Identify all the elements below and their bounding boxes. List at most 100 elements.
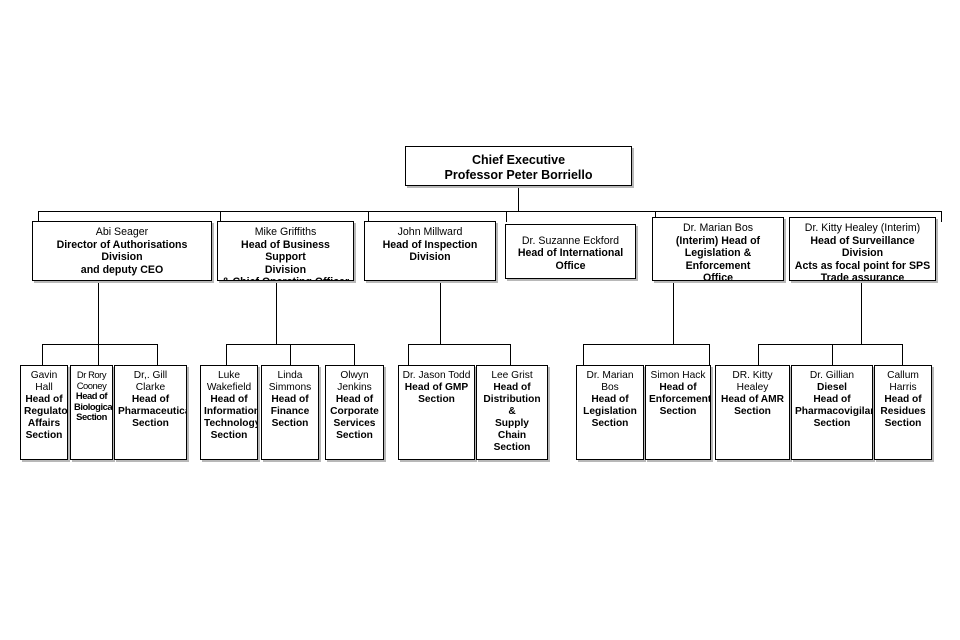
section-role-2-1-line-4: Section <box>210 430 248 442</box>
section-role-1-1-line-2: Regulatory <box>24 406 68 418</box>
section-person-2-3-line-2: Jenkins <box>337 382 372 394</box>
section-role-6-1-line-2: Section <box>734 406 771 418</box>
division-person-6: Dr. Kitty Healey (Interim) <box>804 222 921 234</box>
node-division-inspection[interactable]: John Millward Head of Inspection Divisio… <box>364 221 496 281</box>
division-person-3: John Millward <box>397 226 463 238</box>
section-role-6-3-line-1: Head of <box>884 394 922 406</box>
connector-drop-division-1 <box>38 211 39 222</box>
connector-drop-child-5-1 <box>583 344 584 365</box>
section-person-3-2: Lee Grist <box>491 370 533 381</box>
section-role-2-2-line-1: Head of <box>271 394 309 406</box>
section-person-1-1: Gavin Hall <box>30 370 58 394</box>
connector-stem-group-6 <box>861 281 862 344</box>
section-person-2-3-line-1: Olwyn <box>340 370 369 381</box>
node-section-corporate-services[interactable]: Olwyn Jenkins Head of Corporate Services… <box>325 365 384 460</box>
section-person-2-2-line-1: Linda <box>277 370 303 381</box>
node-section-regulatory-affairs[interactable]: Gavin Hall Head of Regulatory Affairs Se… <box>20 365 68 460</box>
section-role-2-3-line-4: Section <box>336 430 373 442</box>
connector-drop-child-2-2 <box>290 344 291 365</box>
node-section-pharmacovigilance[interactable]: Dr. Gillian Diesel Head of Pharmacovigil… <box>791 365 873 460</box>
section-role-2-3-line-3: Services <box>333 418 376 430</box>
division-role-5-line-3: Office <box>702 272 734 281</box>
connector-drop-child-1-3 <box>157 344 158 365</box>
connector-drop-child-1-2 <box>98 344 99 365</box>
section-person-5-1: Dr. Marian Bos <box>586 370 634 394</box>
section-person-2-1-line-2: Wakefield <box>206 382 252 394</box>
section-role-1-1-line-1: Head of <box>25 394 63 406</box>
node-section-distribution-supply-chain[interactable]: Lee Grist Head of Distribution & Supply … <box>476 365 548 460</box>
connector-drop-child-2-3 <box>354 344 355 365</box>
section-person-1-2-line-1: Dr Rory <box>76 369 107 380</box>
node-division-surveillance[interactable]: Dr. Kitty Healey (Interim) Head of Surve… <box>789 217 936 281</box>
connector-drop-child-1-1 <box>42 344 43 365</box>
division-person-5: Dr. Marian Bos <box>682 222 754 234</box>
section-role-3-2-line-1: Head of <box>493 382 531 394</box>
section-role-2-3-line-1: Head of <box>335 394 374 406</box>
section-role-1-3-line-2: Pharmaceuticals <box>118 406 186 418</box>
division-role-2-line-1: Head of Business Support <box>241 238 330 264</box>
section-role-3-2-line-2: Distribution & <box>483 394 541 418</box>
connector-stem-group-5 <box>673 281 674 344</box>
division-role-6-line-2: Acts as focal point for SPS <box>794 259 931 272</box>
node-division-business-support[interactable]: Mike Griffiths Head of Business Support … <box>217 221 354 281</box>
section-role-5-2-line-3: Section <box>659 406 697 418</box>
section-role-5-1-line-2: Legislation <box>583 406 637 418</box>
section-role-6-3-line-3: Section <box>884 418 922 430</box>
node-section-enforcement[interactable]: Simon Hack Head of Enforcement Section <box>645 365 711 460</box>
division-role-5-line-2: Legislation & Enforcement <box>684 247 752 272</box>
section-role-2-2-line-2: Finance <box>270 406 310 418</box>
connector-stem-group-2 <box>276 281 277 344</box>
section-person-5-2: Simon Hack <box>650 370 706 381</box>
section-person-2-2-line-2: Simmons <box>268 382 312 394</box>
node-section-information-technology[interactable]: Luke Wakefield Head of Information Techn… <box>200 365 258 460</box>
connector-bus-group-5 <box>583 344 709 345</box>
section-person-1-2-line-2: Cooney <box>76 379 107 391</box>
connector-drop-child-2-1 <box>226 344 227 365</box>
connector-drop-division-6 <box>941 211 942 222</box>
section-person-3-1: Dr. Jason Todd <box>402 370 471 381</box>
section-role-6-2-line-1: Diesel <box>816 382 847 394</box>
division-person-4: Dr. Suzanne Eckford <box>521 234 620 247</box>
section-person-6-3: Callum Harris <box>887 370 919 394</box>
section-role-1-1-line-4: Section <box>25 430 63 442</box>
section-role-3-2-line-3: Supply Chain <box>495 418 529 442</box>
connector-drop-child-5-2 <box>709 344 710 365</box>
node-division-legislation-enforcement[interactable]: Dr. Marian Bos (Interim) Head of Legisla… <box>652 217 784 281</box>
section-role-6-2-line-2: Head of <box>813 394 851 406</box>
section-person-6-1: DR. Kitty Healey <box>732 370 773 394</box>
division-person-1: Abi Seager <box>95 226 149 238</box>
node-section-biologicals[interactable]: Dr Rory Cooney Head of Biologicals Secti… <box>70 365 113 460</box>
division-role-6-line-3: Trade assurance <box>820 272 905 281</box>
section-role-1-2-line-2: Biologicals <box>74 400 113 412</box>
node-section-legislation[interactable]: Dr. Marian Bos Head of Legislation Secti… <box>576 365 644 460</box>
connector-root-stem <box>518 186 519 211</box>
node-division-authorisations[interactable]: Abi Seager Director of Authorisations Di… <box>32 221 212 281</box>
node-section-residues[interactable]: Callum Harris Head of Residues Section <box>874 365 932 460</box>
section-role-5-1-line-1: Head of <box>591 394 629 406</box>
division-role-4-line-1: Head of International Office <box>517 247 624 272</box>
connector-drop-division-2 <box>220 211 221 222</box>
connector-drop-child-6-2 <box>832 344 833 365</box>
node-chief-executive[interactable]: Chief Executive Professor Peter Borriell… <box>405 146 632 186</box>
connector-drop-division-3 <box>368 211 369 222</box>
section-role-3-1-line-2: Section <box>418 394 455 406</box>
section-role-2-1-line-2: Information <box>204 406 258 418</box>
section-role-1-2-line-1: Head of <box>75 390 108 402</box>
division-role-3-line-1: Head of Inspection Division <box>382 238 478 264</box>
node-division-international[interactable]: Dr. Suzanne Eckford Head of Internationa… <box>505 224 636 279</box>
section-role-5-1-line-3: Section <box>591 418 629 430</box>
division-person-2: Mike Griffiths <box>254 226 317 238</box>
node-section-pharmaceuticals[interactable]: Dr,. Gill Clarke Head of Pharmaceuticals… <box>114 365 187 460</box>
section-role-2-1-line-1: Head of <box>210 394 248 406</box>
connector-drop-division-4 <box>506 211 507 222</box>
section-role-1-2-line-3: Section <box>76 411 107 423</box>
section-role-1-1-line-3: Affairs <box>27 418 61 430</box>
node-section-gmp[interactable]: Dr. Jason Todd Head of GMP Section <box>398 365 475 460</box>
section-role-5-2-line-2: Enforcement <box>649 394 711 406</box>
node-section-finance[interactable]: Linda Simmons Head of Finance Section <box>261 365 319 460</box>
division-role-2-line-3: & Chief Operating Officer <box>221 276 350 280</box>
section-role-1-3-line-1: Head of <box>131 394 170 406</box>
division-role-1-line-2: and deputy CEO <box>80 263 164 276</box>
node-section-amr[interactable]: DR. Kitty Healey Head of AMR Section <box>715 365 790 460</box>
section-role-2-3-line-2: Corporate <box>330 406 379 418</box>
